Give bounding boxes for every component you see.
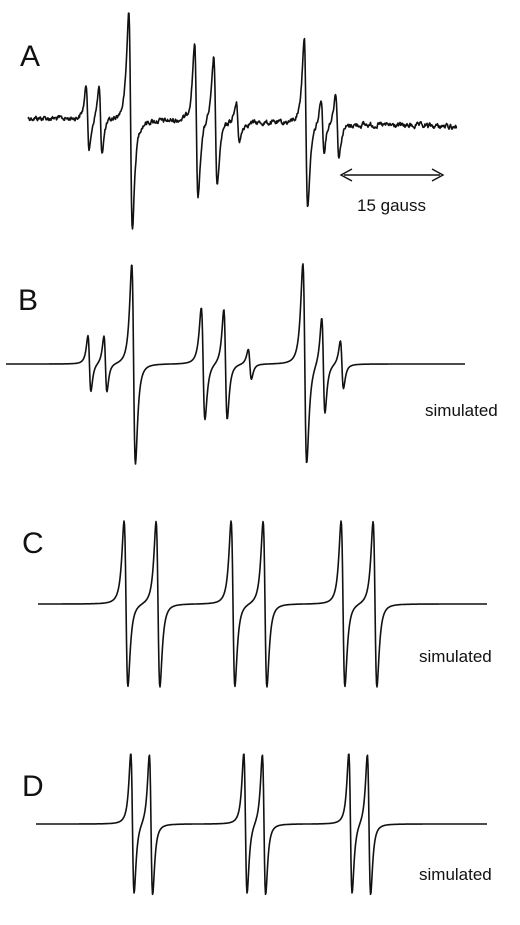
panel-d-letter: D (22, 770, 44, 803)
scale-bar-label: 15 gauss (357, 196, 426, 215)
panel-c-letter: C (22, 527, 44, 560)
panel-a-letter: A (20, 40, 40, 73)
panel-d-trace (35, 753, 488, 896)
panel-a: A 15 gauss (20, 12, 458, 230)
panel-d: D simulated (22, 753, 492, 896)
panel-b-letter: B (18, 284, 38, 317)
scale-bar-right-arrowhead (431, 168, 445, 182)
panel-c-simulated-label: simulated (419, 647, 492, 666)
panel-d-simulated-label: simulated (419, 865, 492, 884)
panel-b-simulated-label: simulated (425, 401, 498, 420)
panel-b: B simulated (5, 263, 498, 465)
panel-a-trace (27, 12, 458, 230)
panel-b-trace (5, 263, 466, 465)
panel-c: C simulated (22, 520, 492, 688)
scale-bar: 15 gauss (339, 168, 445, 215)
scale-bar-left-arrowhead (339, 168, 353, 182)
panel-c-trace (37, 520, 488, 688)
